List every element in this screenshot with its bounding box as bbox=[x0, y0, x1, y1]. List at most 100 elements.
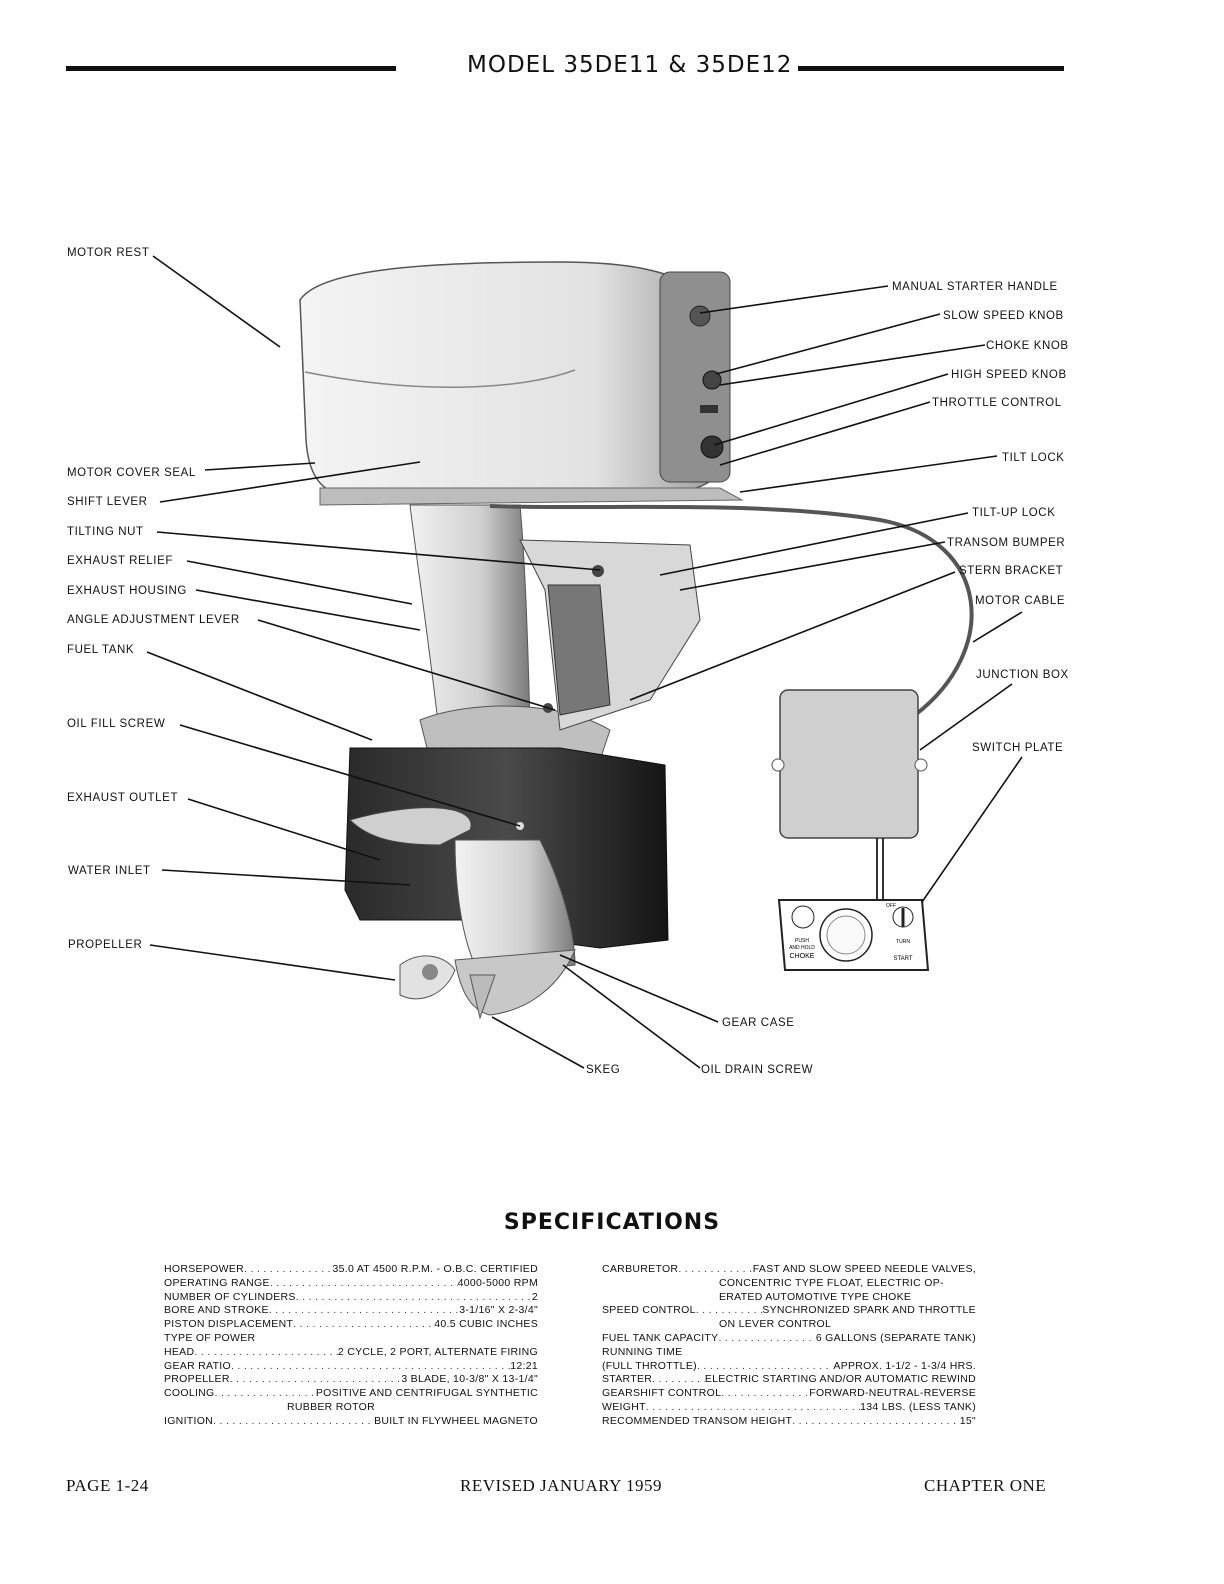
specifications-title: SPECIFICATIONS bbox=[503, 1210, 721, 1235]
gear-case-shape bbox=[349, 807, 576, 1020]
spec-leader-dots bbox=[296, 1291, 532, 1305]
leader-fuel-tank bbox=[146, 651, 373, 741]
spec-value: FORWARD-NEUTRAL-REVERSE bbox=[809, 1387, 976, 1400]
label-gear-case: GEAR CASE bbox=[722, 1017, 795, 1029]
spec-key: GEAR RATIO bbox=[164, 1359, 231, 1372]
spec-continuation: RUBBER ROTOR bbox=[287, 1400, 375, 1413]
label-motor-cable: MOTOR CABLE bbox=[975, 595, 1066, 607]
spec-row: COOLING POSITIVE AND CENTRIFUGAL SYNTHETI… bbox=[164, 1387, 538, 1401]
spec-row: CARBURETORFAST AND SLOW SPEED NEEDLE VAL… bbox=[602, 1263, 976, 1277]
label-motor-rest: MOTOR REST bbox=[67, 247, 150, 259]
leader-shift-lever bbox=[159, 461, 421, 503]
spec-leader-dots bbox=[244, 1263, 332, 1277]
spec-key: SPEED CONTROL bbox=[602, 1304, 696, 1317]
spec-key: PISTON DISPLACEMENT bbox=[164, 1318, 294, 1331]
label-water-inlet: WATER INLET bbox=[68, 865, 151, 877]
spec-value: 134 LBS. (LESS TANK) bbox=[860, 1400, 976, 1413]
spec-value: 2 bbox=[531, 1290, 538, 1303]
spec-key: (FULL THROTTLE) bbox=[602, 1359, 697, 1372]
leader-manual-starter bbox=[699, 285, 889, 314]
spec-row: PISTON DISPLACEMENT40.5 CUBIC INCHES bbox=[164, 1318, 538, 1332]
spec-row: NUMBER OF CYLINDERS2 bbox=[164, 1291, 538, 1305]
motor-cover bbox=[299, 261, 744, 506]
label-manual-starter-handle: MANUAL STARTER HANDLE bbox=[892, 281, 1058, 293]
spec-value: POSITIVE AND CENTRIFUGAL SYNTHETIC bbox=[315, 1387, 538, 1400]
leader-motor-rest bbox=[152, 255, 281, 348]
spec-key: PROPELLER bbox=[164, 1373, 230, 1386]
spec-value: SYNCHRONIZED SPARK AND THROTTLE bbox=[762, 1304, 976, 1317]
label-transom-bumper: TRANSOM BUMPER bbox=[947, 537, 1066, 549]
spec-continuation: CONCENTRIC TYPE FLOAT, ELECTRIC OP- bbox=[719, 1276, 944, 1289]
spec-leader-dots bbox=[231, 1360, 510, 1374]
leader-exhaust-outlet bbox=[187, 798, 381, 861]
spec-row: HORSEPOWER35.0 AT 4500 R.P.M. - O.B.C. C… bbox=[164, 1263, 538, 1277]
spec-row: OPERATING RANGE4000-5000 RPM bbox=[164, 1277, 538, 1291]
spec-row: GEAR RATIO 12:21 bbox=[164, 1360, 538, 1374]
spec-leader-dots bbox=[721, 1387, 809, 1401]
motor-cable-line bbox=[489, 504, 974, 717]
leader-skeg bbox=[491, 1016, 585, 1069]
spec-row: FUEL TANK CAPACITY6 GALLONS (SEPARATE TA… bbox=[602, 1332, 976, 1346]
leader-propeller bbox=[149, 944, 396, 981]
spec-value: 12:21 bbox=[510, 1359, 538, 1372]
spec-key: COOLING bbox=[164, 1387, 215, 1400]
spec-key: BORE AND STROKE bbox=[164, 1304, 269, 1317]
label-high-speed-knob: HIGH SPEED KNOB bbox=[951, 369, 1067, 381]
spec-leader-dots bbox=[652, 1373, 705, 1387]
spec-leader-dots bbox=[697, 1360, 833, 1374]
spec-row: GEARSHIFT CONTROLFORWARD-NEUTRAL-REVERSE bbox=[602, 1387, 976, 1401]
leader-tilt-up-lock bbox=[659, 512, 969, 576]
leader-tilt-lock bbox=[739, 455, 998, 493]
leader-motor-cable bbox=[972, 611, 1023, 643]
spec-leader-dots bbox=[718, 1332, 815, 1346]
spec-value: 15" bbox=[959, 1414, 976, 1427]
page-header: MODEL 35DE11 & 35DE12 bbox=[66, 52, 1064, 80]
propeller-shape bbox=[399, 955, 456, 1000]
spec-row: SPEED CONTROL SYNCHRONIZED SPARK AND THRO… bbox=[602, 1304, 976, 1318]
label-tilting-nut: TILTING NUT bbox=[67, 526, 144, 538]
header-rule-left bbox=[66, 66, 396, 71]
switch-plate-off: OFF bbox=[886, 903, 896, 909]
leader-choke bbox=[719, 344, 986, 386]
specifications-right-column: CARBURETORFAST AND SLOW SPEED NEEDLE VAL… bbox=[602, 1263, 976, 1429]
spec-key: CARBURETOR bbox=[602, 1263, 679, 1275]
switch-plate-push: PUSH bbox=[795, 938, 809, 944]
leader-oil-fill bbox=[179, 724, 521, 827]
spec-leader-dots bbox=[678, 1263, 752, 1277]
label-slow-speed-knob: SLOW SPEED KNOB bbox=[943, 310, 1064, 322]
spec-key: HORSEPOWER bbox=[164, 1263, 245, 1275]
leader-oil-drain bbox=[562, 964, 701, 1069]
label-motor-cover-seal: MOTOR COVER SEAL bbox=[67, 467, 196, 479]
switch-plate-turn: TURN bbox=[896, 939, 910, 945]
spec-row: RECOMMENDED TRANSOM HEIGHT 15" bbox=[602, 1415, 976, 1429]
spec-row: HEAD2 CYCLE, 2 PORT, ALTERNATE FIRING bbox=[164, 1346, 538, 1360]
label-switch-plate: SWITCH PLATE bbox=[972, 742, 1064, 754]
label-throttle-control: THROTTLE CONTROL bbox=[932, 397, 1062, 409]
label-tilt-up-lock: TILT-UP LOCK bbox=[972, 507, 1056, 519]
spec-leader-dots bbox=[213, 1415, 374, 1429]
label-choke-knob: CHOKE KNOB bbox=[986, 340, 1069, 352]
label-oil-fill-screw: OIL FILL SCREW bbox=[67, 718, 166, 730]
spec-key: RECOMMENDED TRANSOM HEIGHT bbox=[602, 1414, 793, 1427]
leader-high-speed bbox=[713, 373, 949, 446]
label-tilt-lock: TILT LOCK bbox=[1002, 452, 1065, 464]
page-number: PAGE 1-24 bbox=[66, 1476, 149, 1495]
spec-row: IGNITIONBUILT IN FLYWHEEL MAGNETO bbox=[164, 1415, 538, 1429]
leader-angle-adjustment bbox=[257, 619, 556, 711]
leader-switch-plate bbox=[921, 756, 1023, 903]
spec-leader-dots bbox=[230, 1373, 402, 1387]
junction-box-shape bbox=[771, 689, 928, 900]
leader-water-inlet bbox=[161, 869, 411, 886]
spec-value: 6 GALLONS (SEPARATE TANK) bbox=[815, 1331, 976, 1344]
spec-continuation: ON LEVER CONTROL bbox=[719, 1318, 832, 1331]
spec-key: OPERATING RANGE bbox=[164, 1276, 270, 1289]
label-oil-drain-screw: OIL DRAIN SCREW bbox=[701, 1064, 814, 1076]
spec-value: APPROX. 1-1/2 - 1-3/4 HRS. bbox=[833, 1359, 976, 1372]
spec-row: BORE AND STROKE3-1/16" X 2-3/4" bbox=[164, 1304, 538, 1318]
spec-leader-dots bbox=[293, 1318, 434, 1332]
label-fuel-tank: FUEL TANK bbox=[67, 644, 135, 656]
spec-row: WEIGHT134 LBS. (LESS TANK) bbox=[602, 1401, 976, 1415]
spec-leader-dots bbox=[792, 1415, 959, 1429]
spec-key: STARTER bbox=[602, 1373, 653, 1386]
